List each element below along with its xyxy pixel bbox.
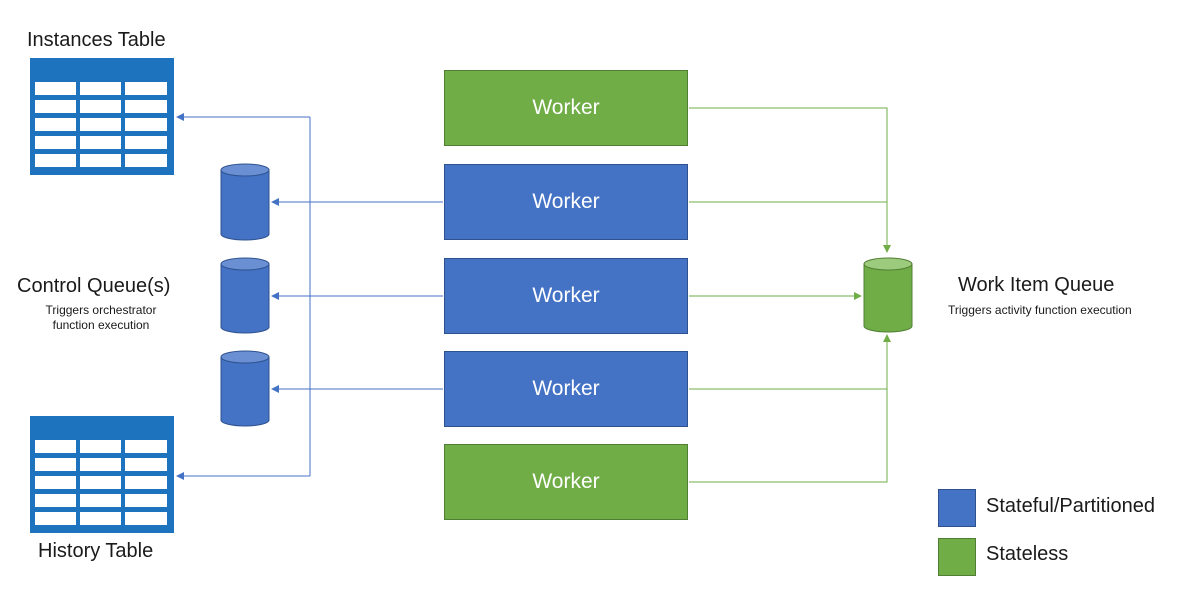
worker-box-2: Worker xyxy=(444,164,688,240)
control-queue-subtitle: Triggers orchestrator function execution xyxy=(16,303,186,333)
worker-box-3: Worker xyxy=(444,258,688,334)
work-item-queue-subtitle: Triggers activity function execution xyxy=(948,303,1132,317)
instances-table-title: Instances Table xyxy=(27,29,166,51)
worker-label: Worker xyxy=(532,190,600,213)
instances-table-icon xyxy=(30,58,174,175)
control-queue-cylinder-3 xyxy=(220,350,270,427)
control-queue-cylinder-1 xyxy=(220,163,270,241)
worker-label: Worker xyxy=(532,96,600,119)
worker-box-4: Worker xyxy=(444,351,688,427)
worker-box-5: Worker xyxy=(444,444,688,520)
control-queue-subtitle-line1: Triggers orchestrator xyxy=(45,303,157,317)
legend-swatch-stateless xyxy=(938,538,976,576)
control-queue-cylinder-2 xyxy=(220,257,270,334)
control-queue-subtitle-line2: function execution xyxy=(52,318,150,332)
worker-box-1: Worker xyxy=(444,70,688,146)
legend-label-stateful: Stateful/Partitioned xyxy=(986,495,1155,517)
worker-label: Worker xyxy=(532,377,600,400)
connector-worker5-workqueue xyxy=(689,334,891,483)
work-item-queue-cylinder xyxy=(863,257,913,333)
worker-label: Worker xyxy=(532,470,600,493)
work-item-queue-title: Work Item Queue xyxy=(958,274,1115,296)
control-queue-title: Control Queue(s) xyxy=(17,275,171,297)
history-table-icon xyxy=(30,416,174,533)
legend-label-stateless: Stateless xyxy=(986,543,1069,565)
worker-label: Worker xyxy=(532,284,600,307)
legend-swatch-stateful xyxy=(938,489,976,527)
connector-worker1-workqueue xyxy=(689,107,891,253)
history-table-title: History Table xyxy=(38,540,154,562)
